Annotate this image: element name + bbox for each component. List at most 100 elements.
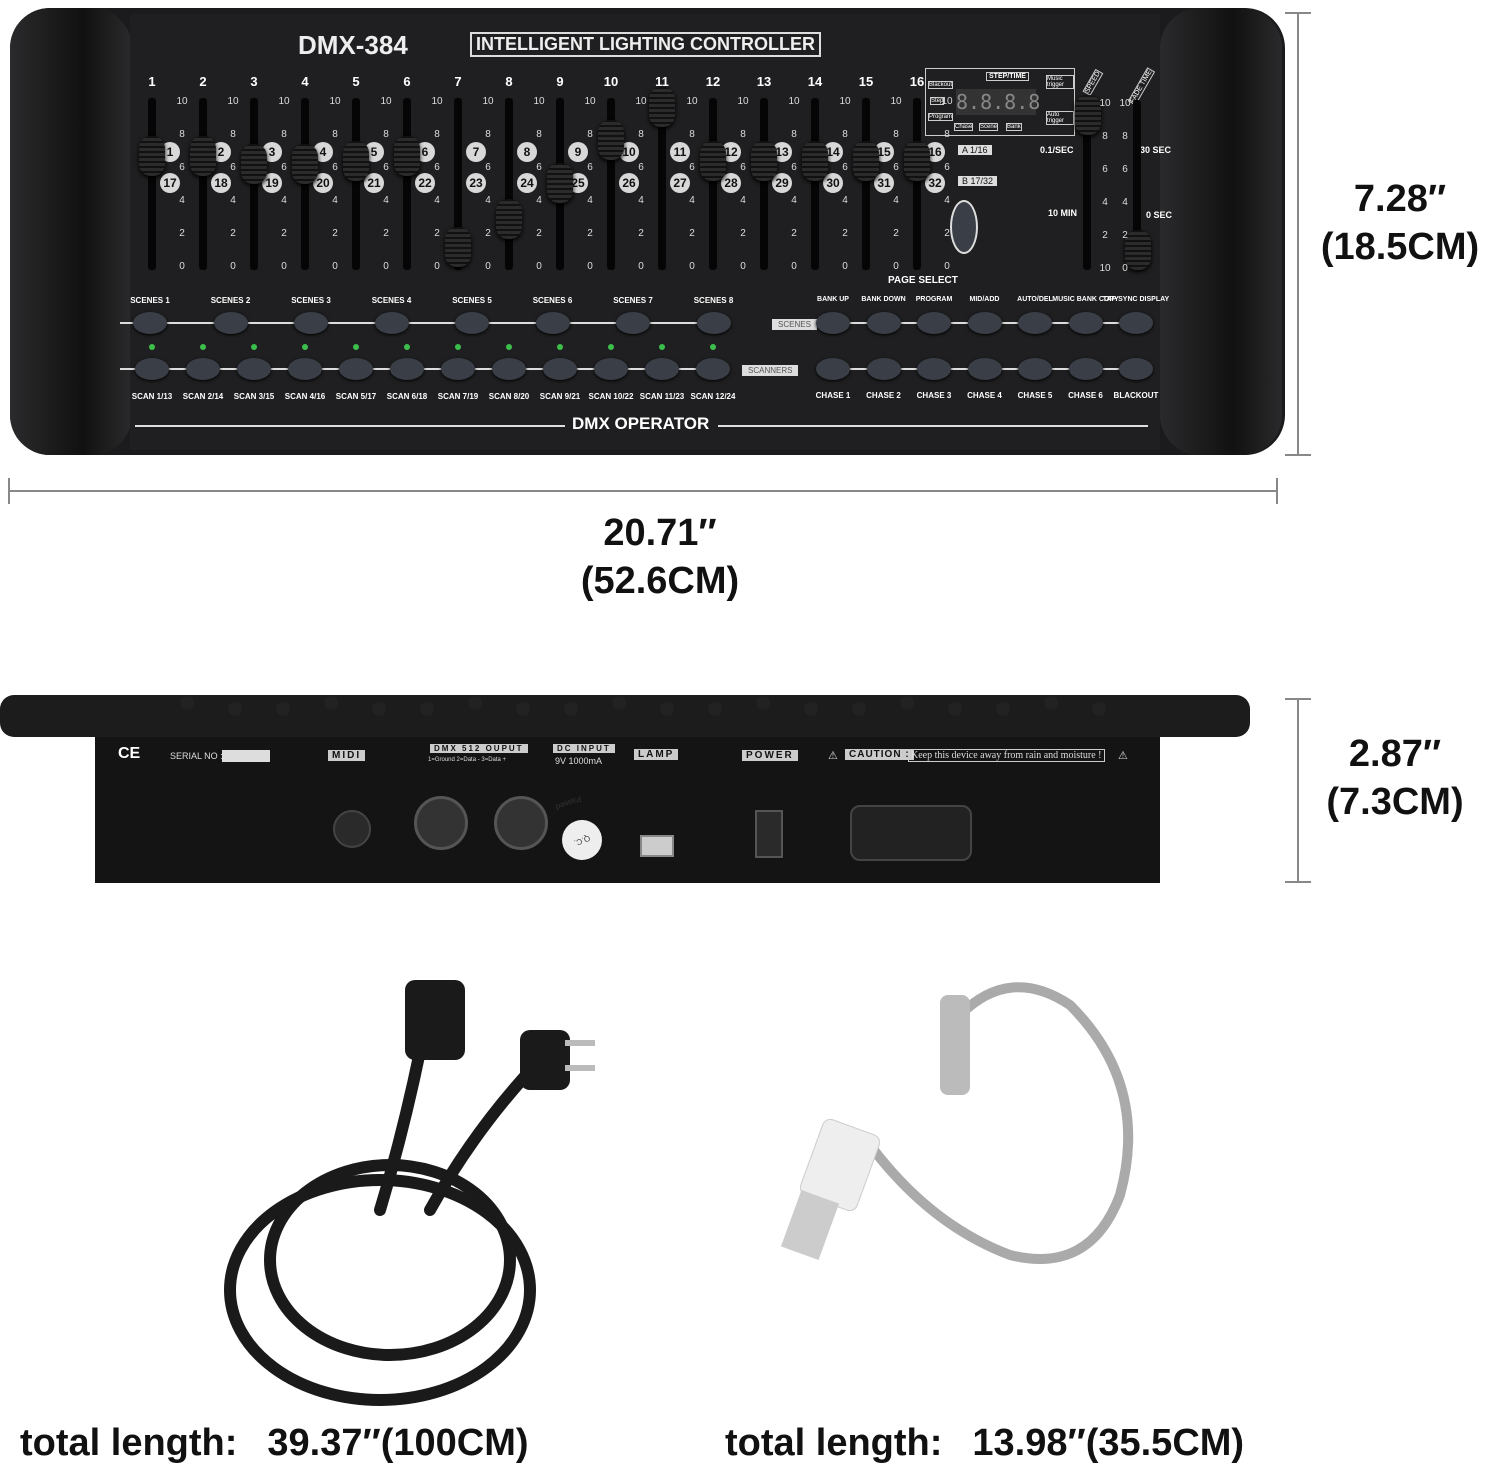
scale-label: 2 bbox=[179, 228, 185, 239]
back-fader-knob bbox=[516, 702, 530, 716]
fader-knob[interactable] bbox=[904, 141, 930, 182]
fader-track bbox=[811, 98, 819, 270]
chase-button[interactable] bbox=[816, 358, 850, 380]
function-button[interactable] bbox=[1119, 312, 1153, 334]
page-a-channel: 1 bbox=[160, 142, 180, 162]
scale-label: 6 bbox=[944, 162, 950, 173]
function-button[interactable] bbox=[1068, 312, 1103, 334]
fader-knob[interactable] bbox=[139, 136, 165, 177]
scanner-button[interactable] bbox=[288, 358, 322, 380]
dim-tick bbox=[1285, 454, 1311, 456]
fader-knob[interactable] bbox=[802, 141, 828, 182]
fader-track bbox=[607, 98, 615, 270]
fader-track bbox=[709, 98, 717, 270]
power-label: POWER bbox=[742, 750, 798, 761]
scanner-button[interactable] bbox=[696, 358, 730, 380]
back-fader-knob bbox=[564, 702, 578, 716]
scale-label: 8 bbox=[689, 129, 695, 140]
page-select-button[interactable] bbox=[950, 200, 978, 254]
scanner-button[interactable] bbox=[390, 358, 424, 380]
scanner-button[interactable] bbox=[594, 358, 628, 380]
scanner-label: SCAN 1/13 bbox=[131, 392, 173, 401]
fader-knob[interactable] bbox=[700, 141, 726, 182]
scale-label: 0 bbox=[332, 261, 338, 272]
fader-knob[interactable] bbox=[241, 144, 267, 185]
chase-button[interactable] bbox=[1018, 358, 1052, 380]
scanner-label: SCAN 9/21 bbox=[539, 392, 581, 401]
scale-label: 8 bbox=[485, 129, 491, 140]
scene-button[interactable] bbox=[696, 312, 731, 334]
page-b-channel: 30 bbox=[823, 173, 843, 193]
scanner-button[interactable] bbox=[543, 358, 577, 380]
scale-label: 6 bbox=[689, 162, 695, 173]
fader-knob[interactable] bbox=[190, 136, 216, 177]
scene-button[interactable] bbox=[374, 312, 409, 334]
fade-fader-knob[interactable] bbox=[1125, 230, 1151, 270]
scanner-button[interactable] bbox=[645, 358, 679, 380]
fader-knob[interactable] bbox=[496, 198, 522, 239]
scale-label: 8 bbox=[536, 129, 542, 140]
scene-button[interactable] bbox=[133, 312, 167, 334]
fader-knob[interactable] bbox=[292, 144, 318, 185]
scanner-led bbox=[455, 344, 461, 350]
speed-fader-knob[interactable] bbox=[1075, 95, 1101, 135]
fader-track bbox=[862, 98, 870, 270]
power-switch[interactable] bbox=[755, 810, 783, 858]
midi-port[interactable] bbox=[333, 810, 371, 848]
function-button[interactable] bbox=[1018, 312, 1052, 334]
function-label: BANK DOWN bbox=[861, 296, 906, 303]
function-button[interactable] bbox=[816, 312, 850, 334]
function-button[interactable] bbox=[967, 312, 1002, 334]
scale-label: 0 bbox=[893, 261, 899, 272]
scanner-button[interactable] bbox=[186, 358, 220, 380]
scale-label: 4 bbox=[587, 195, 593, 206]
fader-knob[interactable] bbox=[445, 226, 471, 267]
display-panel: STEP/TIME 8.8.8.8 Blackout Step Program … bbox=[925, 68, 1075, 136]
function-button[interactable] bbox=[917, 312, 951, 334]
fader-knob[interactable] bbox=[547, 162, 573, 203]
function-button[interactable] bbox=[866, 312, 901, 334]
scanner-button[interactable] bbox=[135, 358, 169, 380]
scanner-button[interactable] bbox=[441, 358, 475, 380]
fader-knob[interactable] bbox=[343, 141, 369, 182]
scanner-button[interactable] bbox=[237, 358, 271, 380]
fader-knob[interactable] bbox=[853, 141, 879, 182]
power-inlet[interactable] bbox=[850, 805, 972, 861]
channel-number: 13 bbox=[756, 74, 772, 89]
back-fader-knob bbox=[276, 702, 290, 716]
scanner-button[interactable] bbox=[492, 358, 526, 380]
scale-label: 6 bbox=[485, 162, 491, 173]
caution-label: CAUTION : bbox=[845, 749, 914, 760]
lamp-head bbox=[940, 995, 970, 1095]
scene-button[interactable] bbox=[455, 312, 489, 334]
scale-label: 10 bbox=[380, 96, 392, 107]
scanner-button[interactable] bbox=[339, 358, 373, 380]
fade-scale-label: 4 bbox=[1122, 197, 1128, 208]
scene-button[interactable] bbox=[213, 312, 248, 334]
left-bumper bbox=[10, 8, 132, 455]
fader-knob[interactable] bbox=[598, 119, 624, 160]
chase-button[interactable] bbox=[917, 358, 951, 380]
dmx-output-xlr-male[interactable] bbox=[494, 796, 548, 850]
scale-label: 10 bbox=[584, 96, 596, 107]
scale-label: 10 bbox=[635, 96, 647, 107]
usb-lamp-port[interactable] bbox=[640, 835, 674, 857]
dmx-output-xlr-female[interactable] bbox=[414, 796, 468, 850]
chase-button[interactable] bbox=[1068, 358, 1103, 380]
page-b-channel: 27 bbox=[670, 173, 690, 193]
chase-label: BLACKOUT bbox=[1113, 391, 1159, 400]
fader-knob[interactable] bbox=[394, 136, 420, 177]
chase-button[interactable] bbox=[967, 358, 1002, 380]
scene-button[interactable] bbox=[616, 312, 650, 334]
scene-button[interactable] bbox=[535, 312, 570, 334]
chase-button[interactable] bbox=[1119, 358, 1153, 380]
scale-label: 4 bbox=[230, 195, 236, 206]
fade-bottom-label: 0 SEC bbox=[1146, 210, 1173, 220]
fader-knob[interactable] bbox=[649, 86, 675, 127]
chase-button[interactable] bbox=[866, 358, 901, 380]
scale-label: 8 bbox=[740, 129, 746, 140]
scene-label: SCENES 1 bbox=[130, 296, 170, 305]
scene-button[interactable] bbox=[294, 312, 328, 334]
scanner-led bbox=[200, 344, 206, 350]
fader-knob[interactable] bbox=[751, 141, 777, 182]
